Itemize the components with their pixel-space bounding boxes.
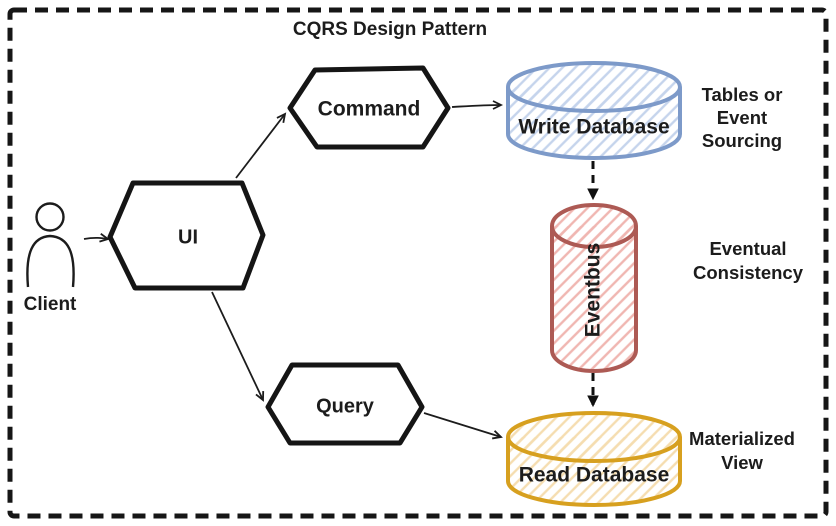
note-tables-or-event-sourcing: Tables or Event Sourcing: [702, 84, 783, 151]
read-database-label: Read Database: [519, 464, 670, 487]
note-line: Materialized: [689, 428, 795, 449]
note-line: Consistency: [693, 262, 804, 283]
query-hexagon: [265, 362, 425, 446]
note-materialized-view: Materialized View: [689, 428, 795, 473]
note-line: Eventual: [709, 238, 786, 259]
note-line: Sourcing: [702, 130, 782, 151]
write-database-top: [506, 61, 682, 113]
note-eventual-consistency: Eventual Consistency: [693, 238, 804, 283]
command-label: Command: [318, 98, 421, 121]
client-icon: [26, 202, 75, 288]
write-database-label: Write Database: [518, 116, 669, 139]
ui-hexagon: [107, 180, 266, 291]
arrow-query-to-read-db: [423, 412, 503, 440]
diagram-border: [7, 7, 829, 519]
arrow-ui-to-query: [211, 291, 265, 402]
read-database-top: [506, 411, 682, 463]
eventbus-label: Eventbus: [582, 243, 605, 338]
query-label: Query: [316, 395, 375, 417]
ui-label: UI: [178, 226, 198, 248]
write-database-cylinder: [506, 61, 682, 160]
arrow-command-to-write-db: [451, 100, 504, 110]
note-line: View: [721, 452, 763, 473]
read-database-cylinder: [506, 411, 682, 507]
diagram-title: CQRS Design Pattern: [293, 19, 487, 40]
client-head: [35, 202, 65, 232]
command-hexagon: [287, 65, 451, 150]
note-line: Tables or: [702, 84, 783, 105]
client-label: Client: [24, 294, 77, 315]
eventbus-cylinder: [550, 203, 638, 373]
arrow-client-to-ui: [83, 233, 110, 243]
client-body: [26, 234, 75, 288]
eventbus-body: [550, 226, 638, 373]
note-line: Event: [717, 107, 767, 128]
eventbus-top: [550, 203, 638, 249]
arrow-ui-to-command: [235, 112, 287, 179]
